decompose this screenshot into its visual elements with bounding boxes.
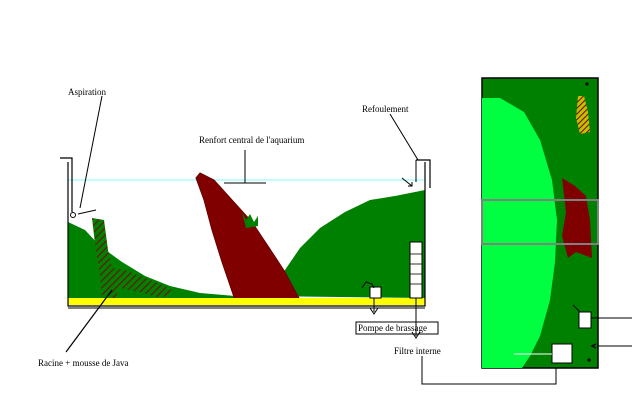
root-java-moss (92, 218, 175, 298)
top-view-outlet-dot (587, 358, 591, 362)
leader-refoulement (389, 113, 419, 161)
pompe-label-box (355, 321, 439, 335)
rock-plant (242, 212, 258, 228)
label-aspiration: Aspiration (68, 87, 106, 97)
top-view-intake-dot (585, 82, 589, 86)
label-pompe: Pompe de brassage (358, 323, 427, 333)
circulation-pump (369, 286, 382, 299)
intake-pipe (60, 157, 73, 212)
sand-bed (68, 298, 425, 305)
top-view-plants-light (482, 98, 557, 368)
intake-strainer (70, 212, 76, 218)
internal-filter (409, 241, 423, 299)
outlet-arrow (401, 177, 413, 187)
leader-aspiration (79, 95, 103, 209)
label-racine: Racine + mousse de Java (38, 358, 129, 368)
label-refoulement: Refoulement (362, 104, 409, 114)
label-filtre: Filtre interne (394, 346, 441, 356)
top-view (481, 77, 632, 369)
top-view-root (576, 96, 590, 134)
top-view-rock (562, 178, 592, 258)
filter-link (421, 356, 557, 385)
top-view-filter (551, 343, 573, 364)
intake-arrow (77, 209, 97, 215)
side-view (60, 95, 557, 385)
label-renfort: Renfort central de l'aquarium (199, 135, 305, 145)
tank-outline (67, 162, 426, 307)
right-plant-hill (255, 190, 425, 298)
outlet-pipe (416, 159, 431, 188)
leader-racine (65, 289, 113, 353)
pump-outflow (361, 281, 375, 289)
leader-pompe (369, 298, 379, 315)
top-view-brace (481, 199, 599, 245)
central-rock (195, 172, 301, 301)
top-view-pump (578, 311, 592, 329)
